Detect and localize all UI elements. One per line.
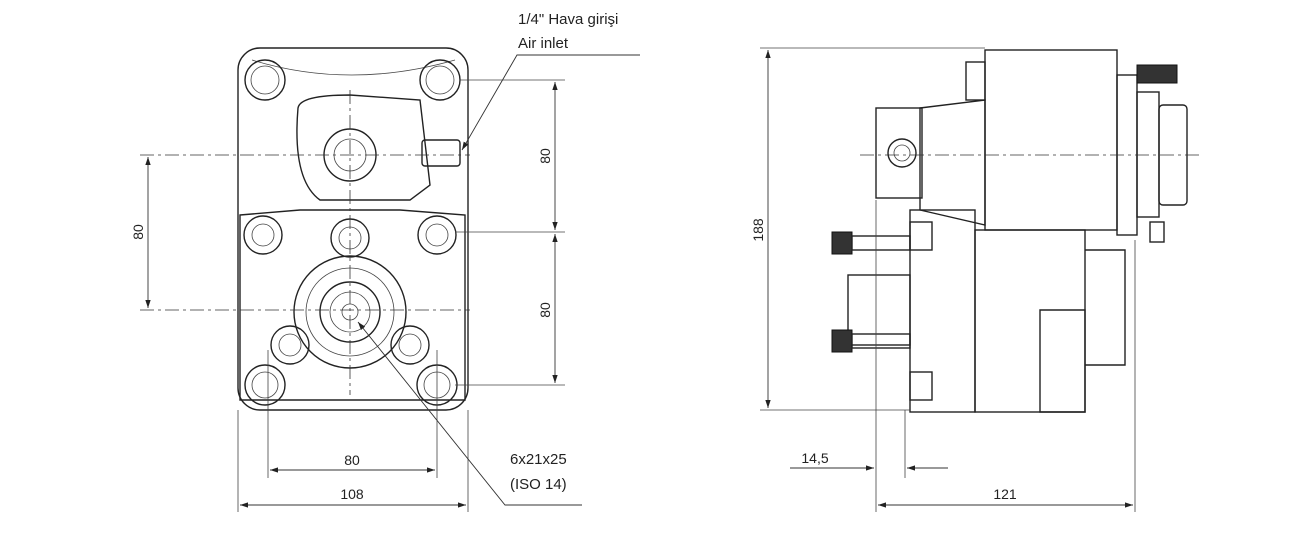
mounting-flange	[909, 209, 976, 413]
dim-flange-offset: 14,5	[801, 450, 828, 466]
dim-depth: 121	[993, 486, 1017, 502]
dim-right-upper: 80	[537, 148, 553, 164]
air-inlet-label-en: Air inlet	[518, 35, 569, 52]
dim-bolt-spacing: 80	[344, 452, 360, 468]
shaft-spec: 6x21x25	[510, 451, 567, 468]
shaft-standard: (ISO 14)	[510, 476, 567, 493]
air-inlet-label-tr: 1/4" Hava girişi	[518, 11, 618, 28]
air-inlet-fitting	[421, 139, 461, 167]
hex-nut	[965, 61, 986, 101]
side-view: 188 14,5 121	[750, 47, 1200, 512]
front-view: 80 80 80 80 108 1/4" Hava girişi Air inl…	[130, 11, 640, 512]
dim-right-lower: 80	[537, 302, 553, 318]
studs-side	[831, 221, 933, 401]
threaded-stud	[1136, 64, 1178, 84]
mounting-bolts	[243, 59, 461, 406]
air-chamber	[296, 94, 431, 201]
dim-height: 188	[750, 218, 766, 242]
dim-left-vertical: 80	[130, 224, 146, 240]
air-chamber-body	[984, 49, 1118, 231]
gearbox-body	[974, 229, 1086, 413]
housing-outline	[237, 47, 469, 411]
dim-width: 108	[340, 486, 364, 502]
flange-plate	[239, 209, 466, 401]
